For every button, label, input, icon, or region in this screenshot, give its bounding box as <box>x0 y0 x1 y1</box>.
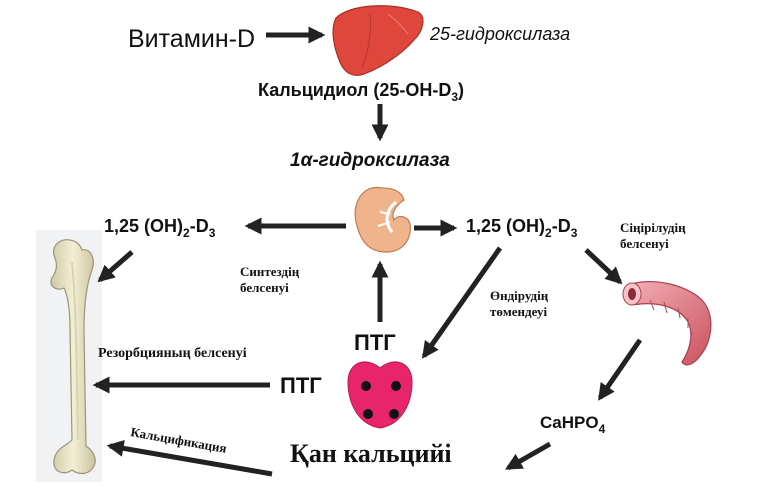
absorption-activation-line2: белсенуі <box>620 236 669 251</box>
parathyroid-gland-icon <box>347 361 413 429</box>
calcitriol-right-label: 1,25 (OH)2-D3 <box>466 216 578 240</box>
blood-calcium-label: Қан кальцийі <box>290 439 452 468</box>
arrows <box>92 26 643 477</box>
calcidiol-label: Кальцидиол (25-OH-D3) <box>258 80 464 104</box>
arrow-calcitriol-to-bone <box>97 250 134 283</box>
resorption-activation-label: Резорбцияның белсенуі <box>98 346 247 361</box>
bone-icon <box>50 239 96 475</box>
vitamin-d-label: Витамин-D <box>128 25 255 53</box>
production-decrease-line1: Өндірудің <box>490 288 549 303</box>
hydroxylase-25-label: 25-гидроксилаза <box>429 24 570 44</box>
arrow-calcitriol-to-parathyroid <box>421 246 503 359</box>
arrow-intestine-to-cahpo4 <box>597 338 643 401</box>
liver-icon <box>332 5 424 76</box>
absorption-activation-line1: Сіңірілудің <box>620 220 686 235</box>
synthesis-activation-line2: белсенуі <box>240 280 289 295</box>
arrow-cahpo4-to-blood <box>505 441 552 471</box>
production-decrease-line2: төмендеуі <box>490 304 548 319</box>
arrow-blood-to-bone <box>106 439 273 477</box>
cahpo4-label: CaHPO4 <box>540 413 606 436</box>
intestine-icon <box>622 280 712 366</box>
pth-upper-label: ПТГ <box>354 330 396 355</box>
synthesis-activation-line1: Синтездің <box>240 264 300 279</box>
pth-lower-label: ПТГ <box>280 373 322 398</box>
hydroxylase-1a-label: 1α-гидроксилаза <box>290 150 450 171</box>
arrow-calcitriol-to-intestine <box>584 248 623 285</box>
calcitriol-left-label: 1,25 (OH)2-D3 <box>104 216 216 240</box>
kidney-icon <box>354 186 411 253</box>
